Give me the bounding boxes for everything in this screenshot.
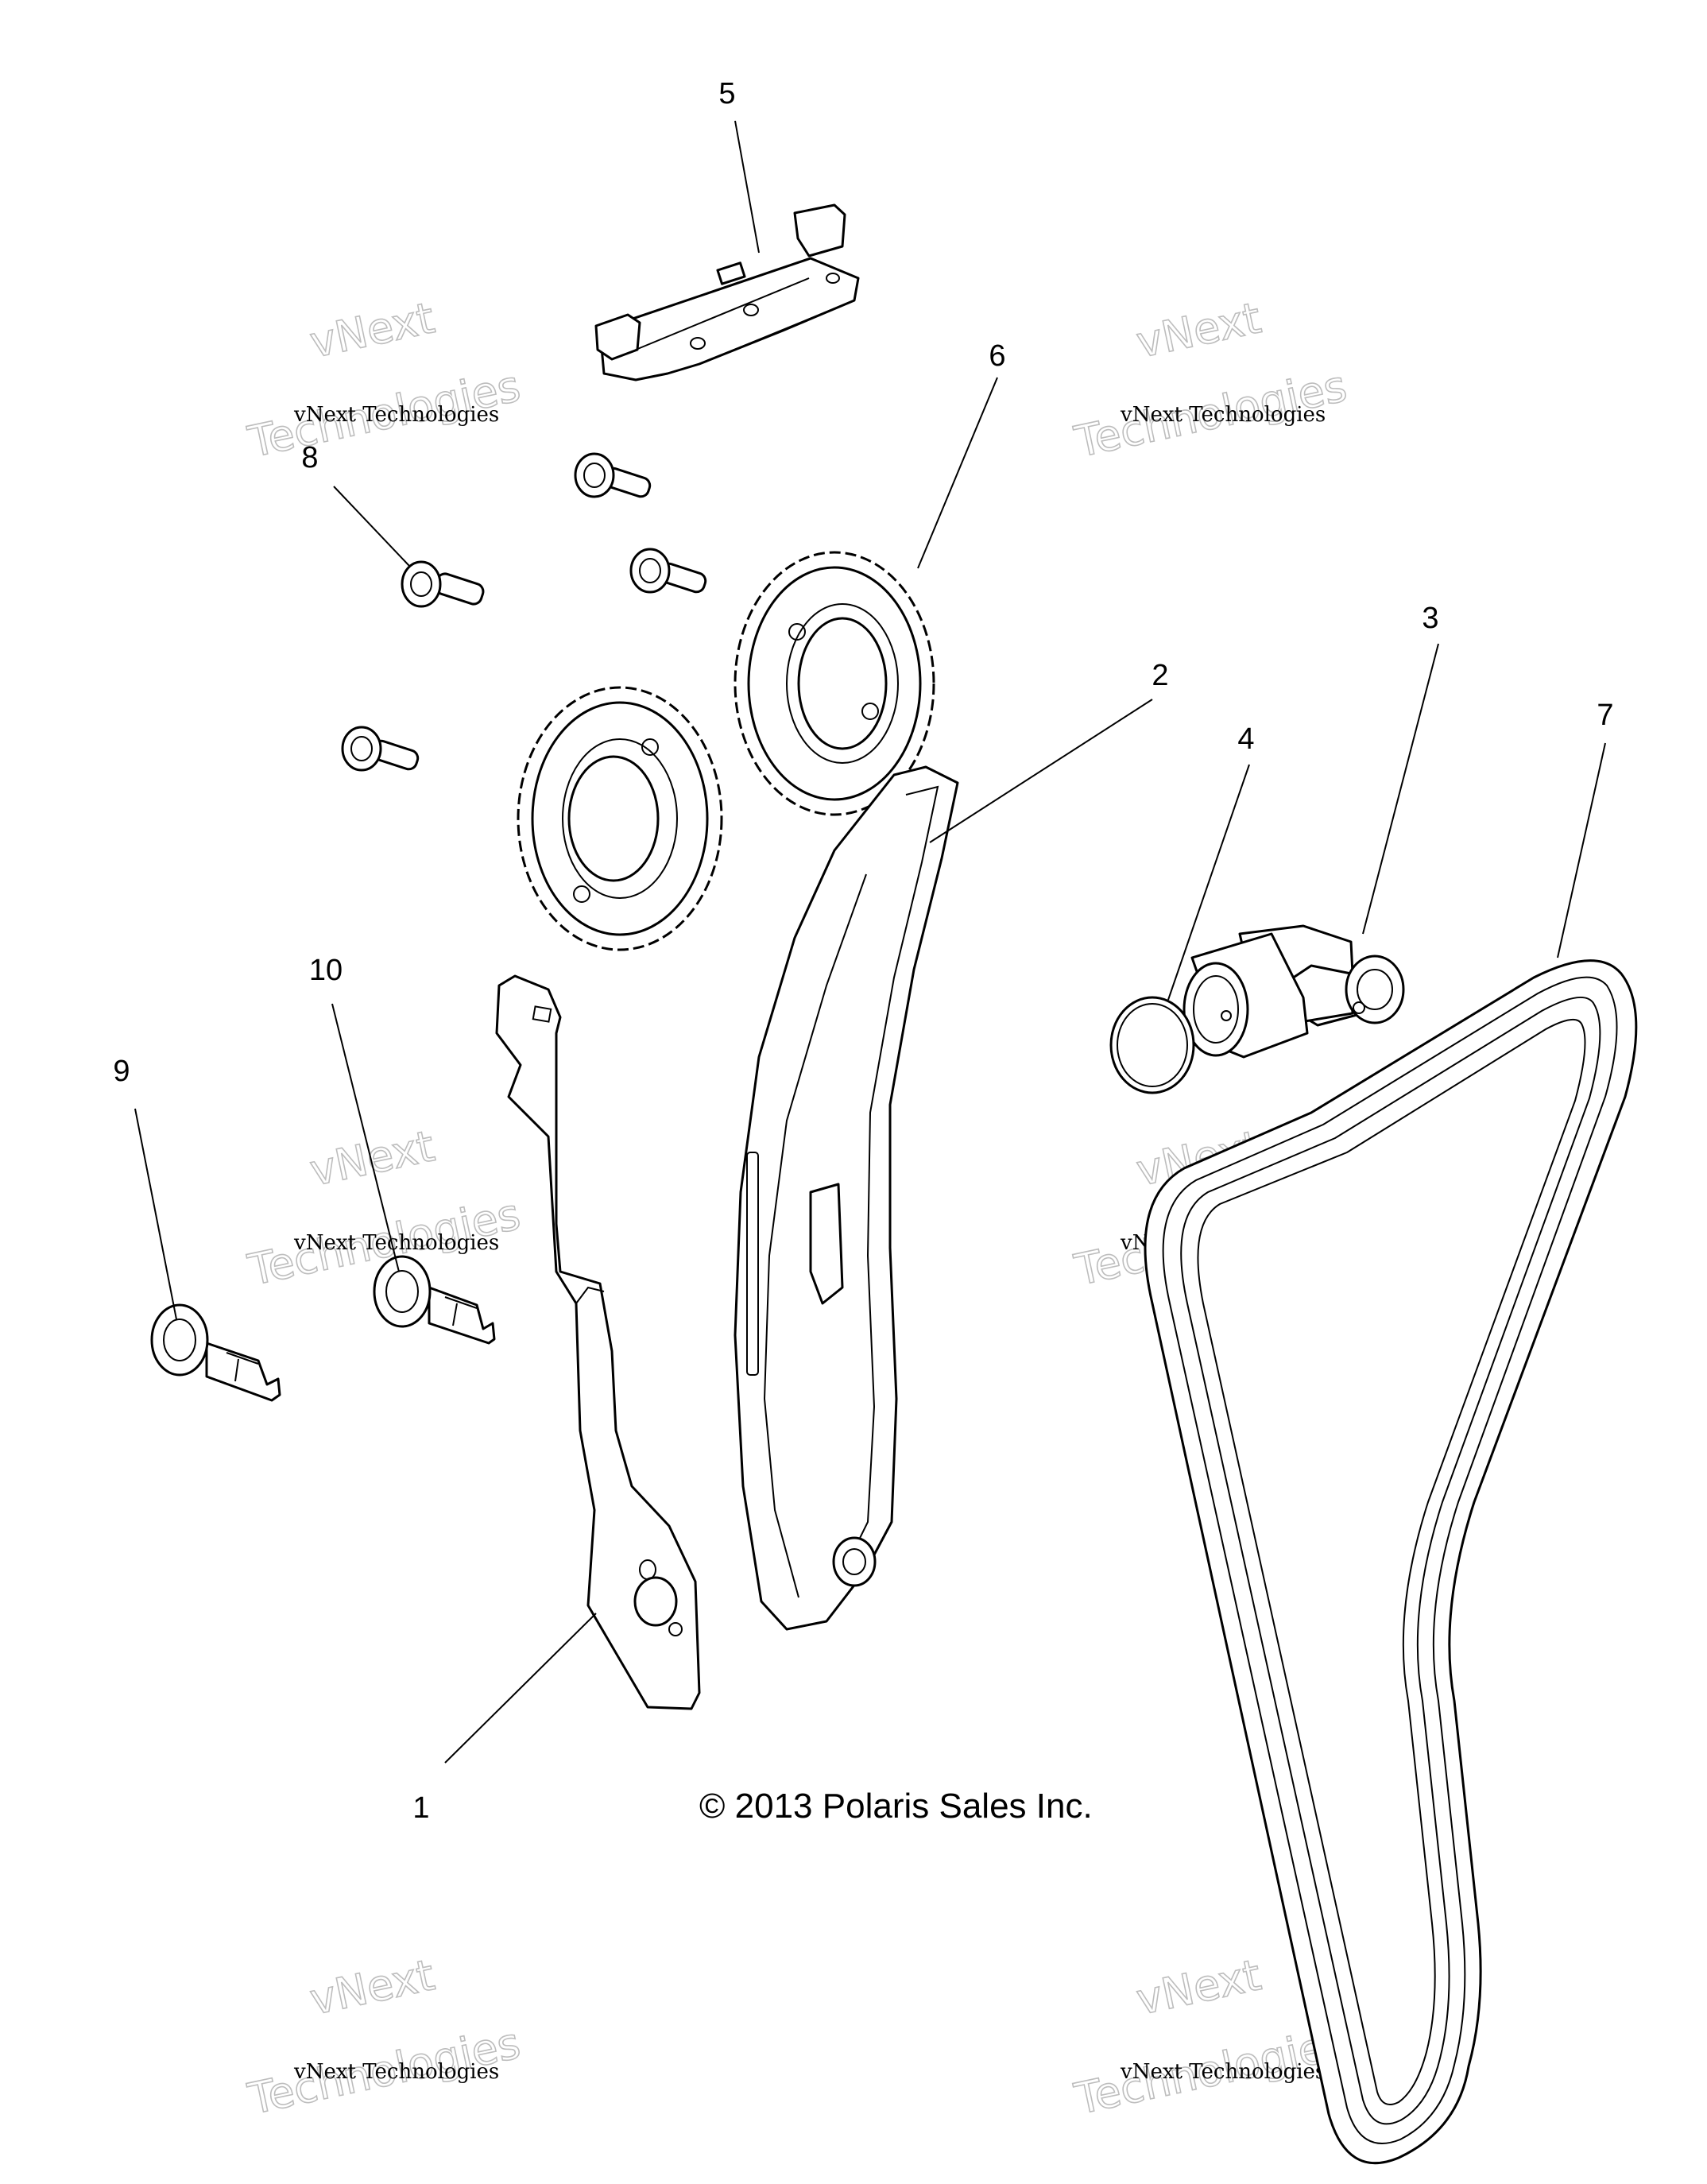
part-6-cam-sprocket-lower [517,686,723,951]
leader-3 [1362,643,1439,935]
leader-lines [134,120,1606,1764]
watermark-label: vNext Technologies [293,403,499,427]
callout-9: 9 [113,1055,130,1088]
callout-1: 1 [412,1791,429,1825]
callout-5: 5 [718,77,735,110]
leader-8 [333,486,410,567]
part-3-cam-chain-tensioner [1183,924,1405,1059]
watermark-label: vNext Technologies [1120,2060,1326,2084]
part-2-tensioner-guide [734,765,959,1631]
watermark-word-top: vNext [306,1950,439,2024]
part-8-bolt [629,548,707,594]
part-4-o-ring [1109,996,1195,1094]
callout-10: 10 [309,954,343,987]
watermark-word-top: vNext [1132,292,1265,367]
watermark-label: vNext Technologies [293,2060,499,2084]
leader-2 [929,699,1153,843]
callout-3: 3 [1422,602,1438,635]
copyright-notice: © 2013 Polaris Sales Inc. [699,1787,1093,1826]
part-10-pivot-bolt [373,1255,496,1345]
watermark-top-right: vNext Technologies vNext Technologies [1070,292,1352,467]
leader-10 [331,1003,400,1272]
part-8-bolt [574,452,652,498]
callout-6: 6 [989,339,1005,373]
part-5-chain-guide-plate [594,203,860,381]
part-8-bolt [401,560,485,608]
callout-7: 7 [1597,699,1613,732]
part-1-chain-guide [495,974,701,1710]
part-8-bolt [341,726,420,772]
leader-6 [917,377,998,569]
leader-1 [444,1613,597,1764]
watermark-label: vNext Technologies [293,1231,499,1255]
callout-8: 8 [301,441,318,474]
leader-7 [1557,742,1606,958]
watermark-label: vNext Technologies [1120,403,1326,427]
watermark-word-top: vNext [306,292,439,367]
watermark-bottom-left: vNext Technologies vNext Technologies [243,1949,525,2124]
watermark-word-top: vNext [1132,1950,1265,2024]
part-6-cam-sprocket-upper [734,551,935,816]
part-7-cam-chain [1144,959,1638,2165]
part-9-pivot-bolt [150,1303,281,1402]
leader-4 [1167,764,1250,1001]
leader-5 [734,120,760,254]
callout-2: 2 [1152,659,1168,692]
leader-9 [134,1108,177,1320]
watermark-top-left: vNext Technologies vNext Technologies [243,292,525,467]
watermark-word-top: vNext [306,1121,439,1195]
callout-4: 4 [1237,722,1254,756]
